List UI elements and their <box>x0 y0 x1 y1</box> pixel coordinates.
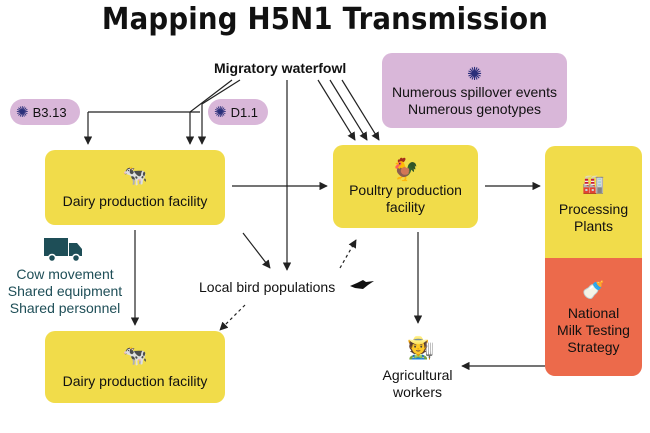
milk-testing-strategy: 🍼 National Milk Testing Strategy <box>545 258 642 376</box>
workers-text: Agricultural workers <box>370 367 465 401</box>
dairy-facility-top: 🐄 Dairy production facility <box>45 150 225 225</box>
arrow-waterfowl-dairy-2 <box>197 79 241 145</box>
spillover-line2: Numerous genotypes <box>407 100 542 117</box>
processing-line2: Plants <box>574 217 613 234</box>
workers-line1: Agricultural <box>382 367 453 383</box>
cow-movement-line1: Cow movement <box>16 266 114 282</box>
truck-icon <box>44 236 84 267</box>
migratory-waterfowl-label: Migratory waterfowl <box>214 60 347 76</box>
dairy-top-label: Dairy production facility <box>62 193 208 209</box>
cow-icon: 🐄 <box>122 165 148 187</box>
arrow-local-poultry <box>339 239 357 269</box>
d11-label: D1.1 <box>230 104 259 120</box>
spillover-box: ✺ Numerous spillover events Numerous gen… <box>382 53 567 128</box>
dairy-bottom-label: Dairy production facility <box>62 372 208 389</box>
virus-icon: ✺ <box>214 104 227 121</box>
workers-line2: workers <box>392 384 442 400</box>
factory-icon: 🏭 <box>582 173 605 194</box>
page-title: Mapping H5N1 Transmission <box>101 2 549 37</box>
arrow-dairy-local <box>242 232 271 269</box>
spillover-line1: Numerous spillover events <box>392 83 557 100</box>
milk-bottle-icon: 🍼 <box>582 279 605 300</box>
b313-label: B3.13 <box>32 104 67 120</box>
local-birds-label: Local bird populations <box>199 279 336 295</box>
virus-icon: ✺ <box>466 63 483 84</box>
arrow-waterfowl-poultry-3 <box>341 79 380 141</box>
cow-movement-line3: Shared personnel <box>9 300 121 316</box>
cow-movement-text: Cow movement Shared equipment Shared per… <box>0 266 130 317</box>
poultry-line1: Poultry production <box>349 181 462 198</box>
arrow-local-dairy <box>219 304 246 331</box>
processing-plants: 🏭 Processing Plants <box>545 146 642 261</box>
cow-movement-line2: Shared equipment <box>7 283 123 299</box>
bird-icon <box>349 277 375 298</box>
poultry-line2: facility <box>386 198 425 215</box>
d11-badge: ✺ D1.1 <box>208 99 268 125</box>
dairy-facility-bottom: 🐄 Dairy production facility <box>45 331 225 403</box>
milk-line3: Strategy <box>567 338 620 355</box>
virus-outline-icon: ✺ <box>16 104 29 121</box>
arrow-waterfowl-poultry-1 <box>317 79 356 141</box>
chicken-icon: 🐓 <box>391 156 420 182</box>
milk-line2: Milk Testing <box>557 321 630 338</box>
poultry-facility: 🐓 Poultry production facility <box>333 145 478 228</box>
farmer-icon: 🧑‍🌾 <box>407 335 435 360</box>
arrow-waterfowl-poultry-2 <box>329 79 368 141</box>
processing-line1: Processing <box>558 200 629 217</box>
arrow-waterfowl-dairy-1 <box>185 79 233 145</box>
b313-badge: ✺ B3.13 <box>10 99 80 125</box>
milk-line1: National <box>567 304 620 321</box>
cow-icon: 🐄 <box>122 344 148 367</box>
